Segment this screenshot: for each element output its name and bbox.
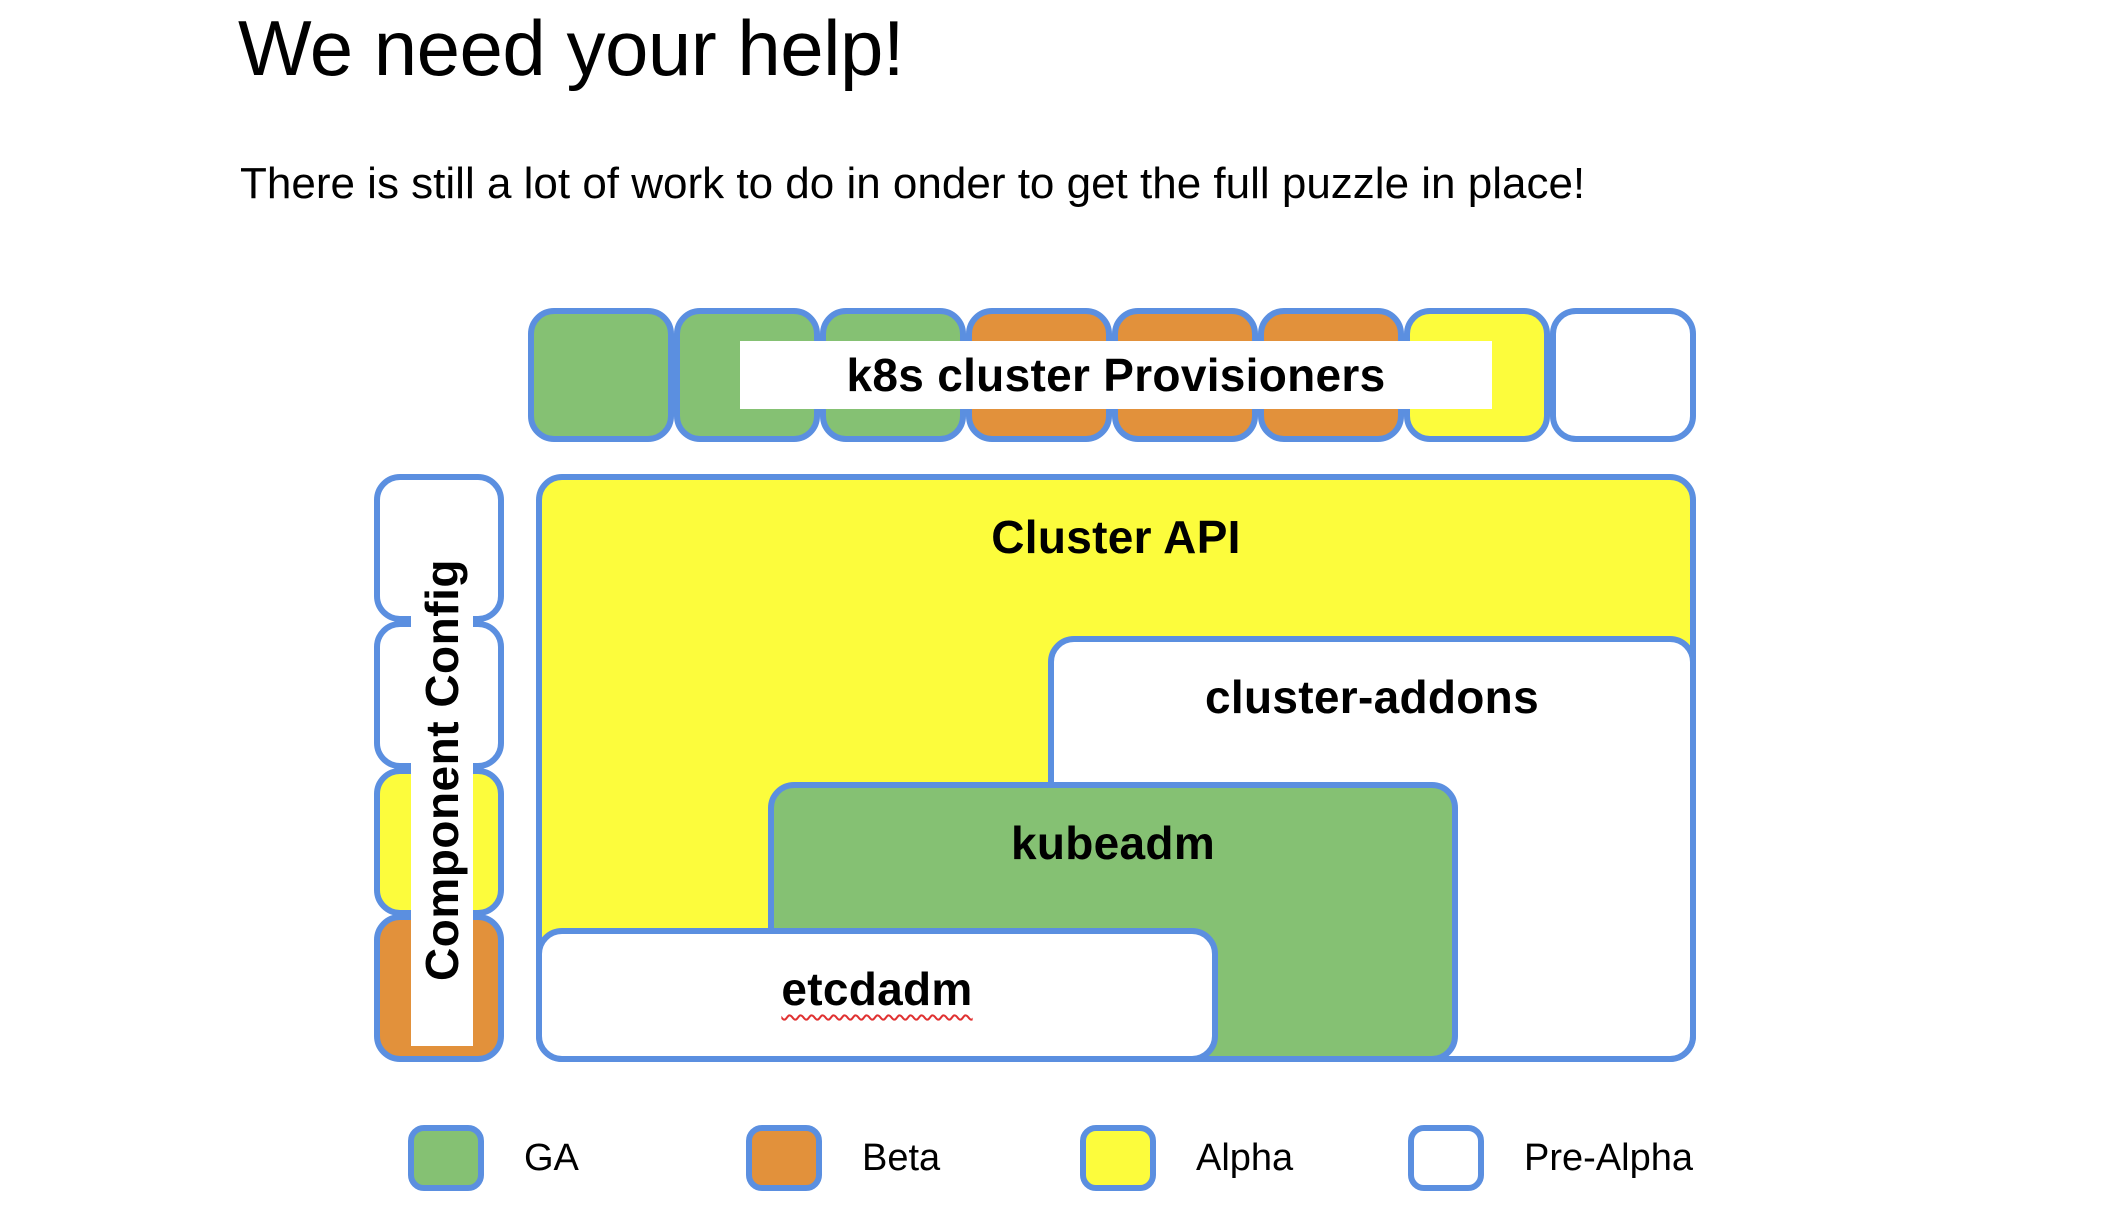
legend-swatch-pre-alpha	[1408, 1125, 1484, 1191]
legend-swatch-alpha	[1080, 1125, 1156, 1191]
page-subtitle: There is still a lot of work to do in on…	[240, 159, 1586, 208]
legend-item-pre-alpha: Pre-Alpha	[1408, 1118, 1693, 1198]
page-title: We need your help!	[238, 4, 905, 92]
legend-swatch-beta	[746, 1125, 822, 1191]
etcdadm-label-text: etcdadm	[781, 963, 973, 1015]
component-config-label-text: Component Config	[416, 559, 469, 981]
legend-label-ga: GA	[524, 1136, 579, 1179]
legend-item-ga: GA	[408, 1118, 579, 1198]
provisioner-tile-1	[528, 308, 674, 442]
k8s-cluster-provisioners-label: k8s cluster Provisioners	[740, 341, 1492, 409]
etcdadm-box: etcdadm	[536, 928, 1218, 1062]
cluster-api-label: Cluster API	[991, 511, 1241, 563]
component-config-label: Component Config	[411, 494, 473, 1046]
legend-item-beta: Beta	[746, 1118, 940, 1198]
cluster-addons-label: cluster-addons	[1205, 671, 1539, 723]
legend-label-pre-alpha: Pre-Alpha	[1524, 1136, 1693, 1179]
legend-item-alpha: Alpha	[1080, 1118, 1293, 1198]
provisioner-tile-8	[1550, 308, 1696, 442]
etcdadm-label: etcdadm	[542, 962, 1212, 1016]
kubeadm-label: kubeadm	[1010, 817, 1216, 869]
legend: GA Beta Alpha Pre-Alpha	[408, 1118, 1693, 1198]
legend-label-beta: Beta	[862, 1136, 941, 1179]
legend-label-alpha: Alpha	[1196, 1136, 1294, 1179]
legend-swatch-ga	[408, 1125, 484, 1191]
